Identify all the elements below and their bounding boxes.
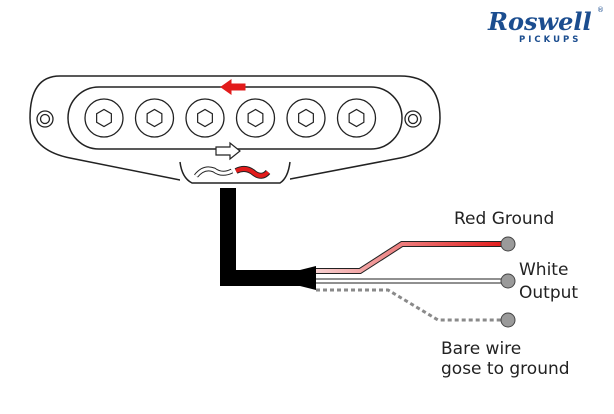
screw-icon xyxy=(404,110,422,128)
red-wire-terminal xyxy=(500,236,516,252)
bare-wire-terminal xyxy=(500,312,516,328)
screw-icon xyxy=(36,110,54,128)
polepieces xyxy=(84,98,377,138)
logo-brand: Roswell xyxy=(487,7,592,36)
lead-wires xyxy=(194,165,271,179)
hex-socket-icon xyxy=(84,98,124,138)
white-wire-terminal xyxy=(500,273,516,289)
logo-subtitle: PICKUPS xyxy=(519,35,581,45)
red-ground-label: Red Ground xyxy=(454,209,554,229)
bare-wire xyxy=(316,288,504,322)
white-label: White xyxy=(519,260,568,280)
hex-socket-icon xyxy=(235,98,276,138)
hex-socket-icon xyxy=(185,98,225,138)
output-label: Output xyxy=(519,283,578,303)
logo-registered-mark: ® xyxy=(597,6,604,14)
arrow-right-icon xyxy=(215,141,241,161)
arrow-left-icon xyxy=(220,79,246,95)
red-wire xyxy=(316,241,504,274)
hex-socket-icon xyxy=(336,98,377,138)
hex-socket-icon xyxy=(134,98,175,138)
hex-socket-icon xyxy=(286,98,326,138)
bare-wire-ground-label: gose to ground xyxy=(441,359,570,379)
roswell-logo: Roswell ® PICKUPS xyxy=(487,6,604,45)
pickup-tab-outline xyxy=(179,161,291,184)
cable xyxy=(220,188,316,290)
bare-wire-label: Bare wire xyxy=(441,339,521,359)
